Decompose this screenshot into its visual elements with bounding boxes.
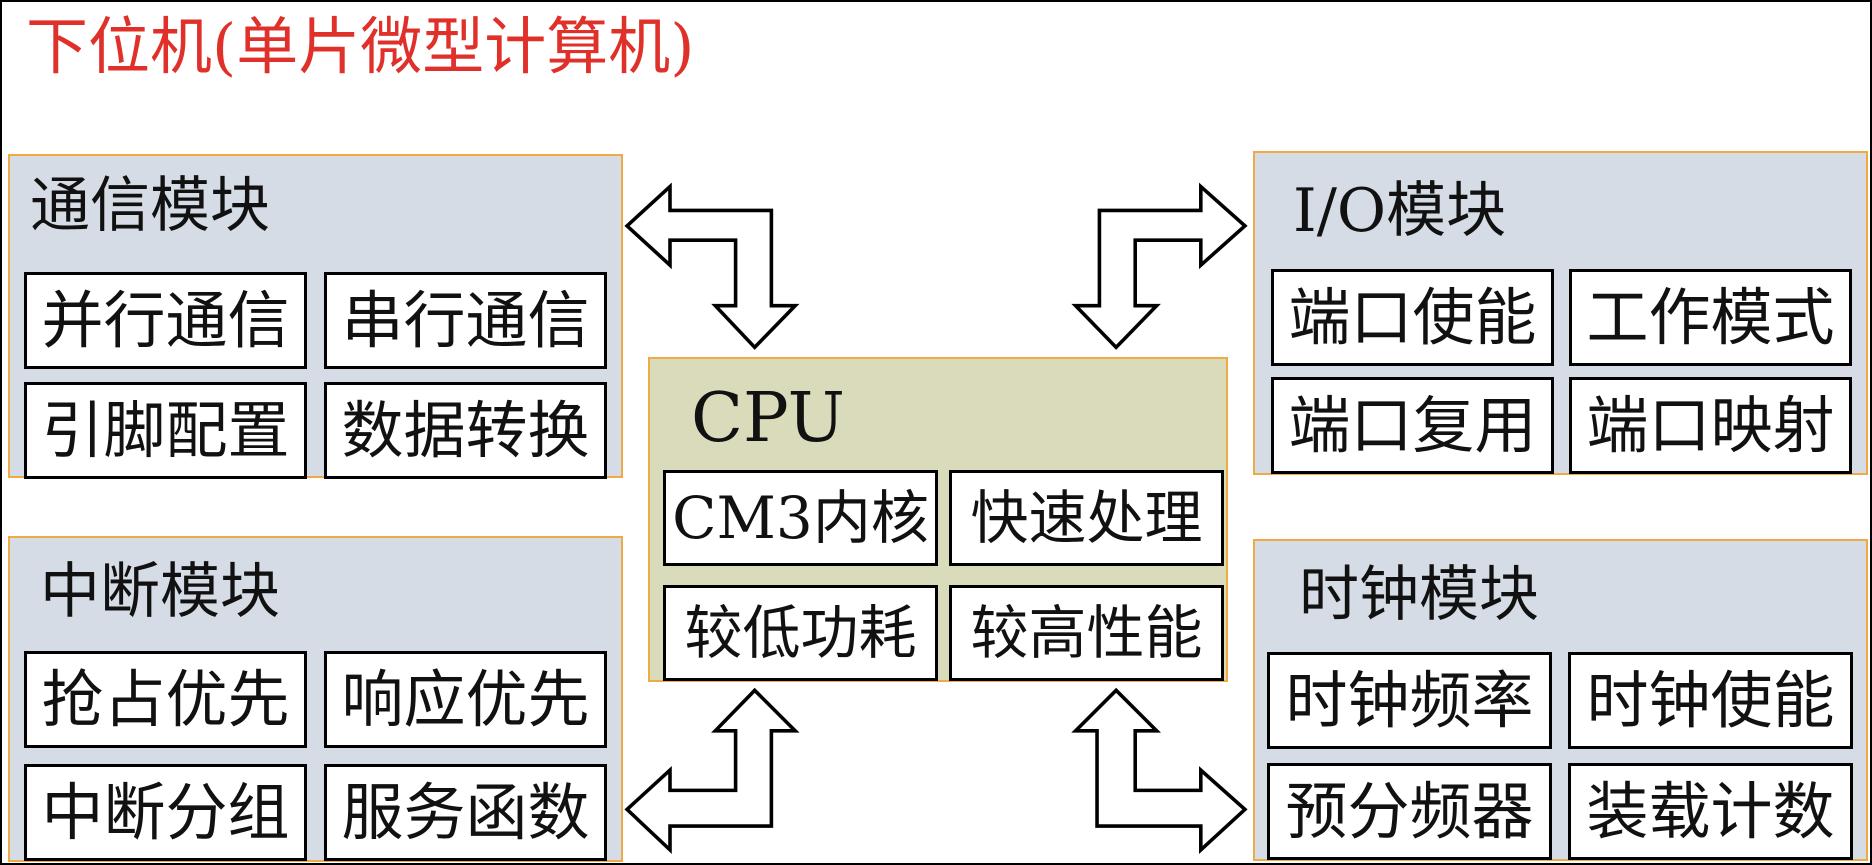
interrupt-item: 服务函数 (324, 764, 607, 861)
communication-module: 通信模块 并行通信 串行通信 引脚配置 数据转换 (8, 154, 623, 479)
clock-item: 时钟频率 (1267, 652, 1552, 749)
io-item: 端口使能 (1271, 269, 1554, 366)
clock-item: 时钟使能 (1568, 652, 1853, 749)
bidirectional-arrow-icon (624, 687, 800, 855)
clock-module-title: 时钟模块 (1299, 560, 1539, 630)
io-item: 端口映射 (1569, 377, 1852, 474)
communication-module-title: 通信模块 (30, 171, 270, 241)
cpu-module-title: CPU (691, 379, 845, 458)
io-item: 工作模式 (1569, 269, 1852, 366)
communication-item: 串行通信 (324, 272, 607, 369)
clock-module: 时钟模块 时钟频率 时钟使能 预分频器 装载计数 (1253, 539, 1868, 861)
io-module-title: I/O模块 (1293, 176, 1507, 246)
io-module: I/O模块 端口使能 工作模式 端口复用 端口映射 (1253, 151, 1868, 475)
cpu-item: 快速处理 (949, 470, 1224, 566)
interrupt-module: 中断模块 抢占优先 响应优先 中断分组 服务函数 (8, 536, 623, 862)
interrupt-item: 响应优先 (324, 651, 607, 748)
communication-item: 引脚配置 (24, 382, 307, 479)
interrupt-item: 中断分组 (24, 764, 307, 861)
io-item: 端口复用 (1271, 377, 1554, 474)
communication-item: 并行通信 (24, 272, 307, 369)
interrupt-module-title: 中断模块 (40, 557, 280, 627)
interrupt-item: 抢占优先 (24, 651, 307, 748)
cpu-item: 较高性能 (949, 585, 1224, 681)
bidirectional-arrow-icon (1071, 687, 1248, 854)
cpu-module: CPU CM3内核 快速处理 较低功耗 较高性能 (648, 357, 1228, 682)
clock-item: 装载计数 (1568, 763, 1853, 860)
diagram-title: 下位机(单片微型计算机) (26, 10, 695, 83)
bidirectional-arrow-icon (624, 182, 800, 350)
bidirectional-arrow-icon (1071, 182, 1248, 350)
cpu-item: 较低功耗 (663, 585, 938, 681)
clock-item: 预分频器 (1267, 763, 1552, 860)
cpu-item: CM3内核 (663, 470, 938, 566)
communication-item: 数据转换 (324, 382, 607, 479)
